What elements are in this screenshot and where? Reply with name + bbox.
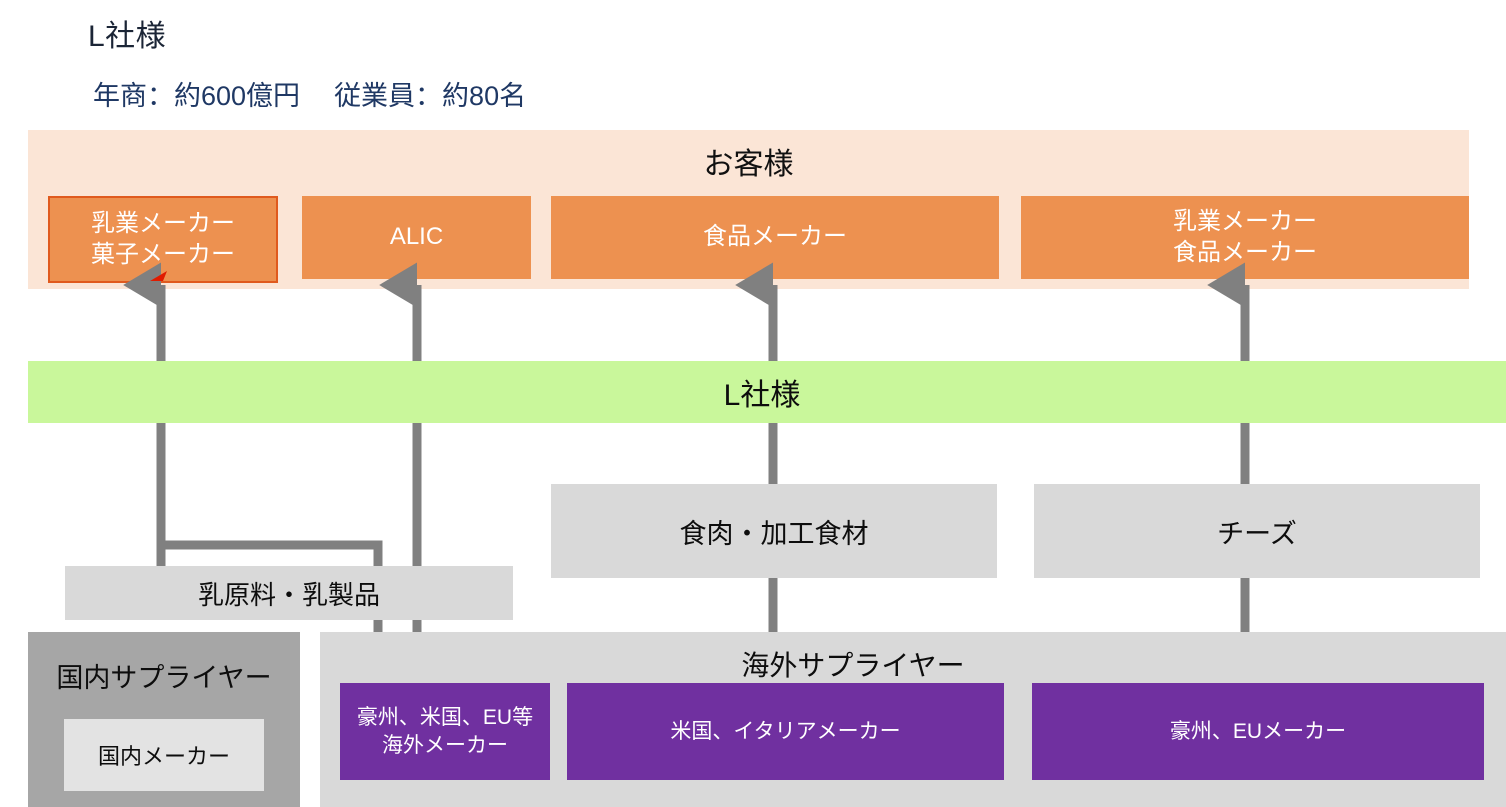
customer-box-line1: 食品メーカー <box>703 223 847 251</box>
customer-box-line2: 食品メーカー <box>1173 238 1317 266</box>
arrow-group-customer <box>123 262 1250 361</box>
page-title: L社様 <box>88 20 167 53</box>
customer-section: お客様 乳業メーカー 菓子メーカー ALIC 食品メーカー 乳業メーカー 食品メ… <box>28 130 1469 289</box>
overseas-box-line2: 海外メーカー <box>382 733 508 757</box>
customer-box-dairy-confectionery[interactable]: 乳業メーカー 菓子メーカー <box>48 196 278 283</box>
overseas-box-us-italy[interactable]: 米国、イタリアメーカー <box>567 683 1004 780</box>
customer-box-line1: ALIC <box>389 223 444 251</box>
highlight-marker-icon <box>150 271 167 281</box>
domestic-supplier-title: 国内サプライヤー <box>56 663 272 693</box>
customer-box-dairy-food-maker[interactable]: 乳業メーカー 食品メーカー <box>1021 196 1469 279</box>
customer-box-line1: 乳業メーカー <box>91 209 235 237</box>
page-subtitle: 年商：約600億円 従業員：約80名 <box>93 74 526 113</box>
overseas-box-oceania-us-eu[interactable]: 豪州、米国、EU等 海外メーカー <box>340 683 550 780</box>
overseas-box-line1: 豪州、EUメーカー <box>1169 719 1347 743</box>
domestic-supplier-panel: 国内サプライヤー 国内メーカー <box>28 632 300 807</box>
overseas-box-oceania-eu[interactable]: 豪州、EUメーカー <box>1032 683 1484 780</box>
company-bar: L社様 <box>28 361 1506 423</box>
customer-box-line1: 乳業メーカー <box>1173 207 1317 235</box>
overseas-box-line1: 豪州、米国、EU等 <box>356 706 534 730</box>
overseas-box-line1: 米国、イタリアメーカー <box>670 719 901 743</box>
employees-label: 従業員：約80名 <box>334 81 527 111</box>
overseas-supplier-title: 海外サプライヤー <box>741 650 965 681</box>
revenue-label: 年商：約600億円 <box>93 81 301 111</box>
customer-section-title: お客様 <box>703 148 794 181</box>
product-box-cheese[interactable]: チーズ <box>1034 484 1480 578</box>
domestic-maker-box[interactable]: 国内メーカー <box>64 719 264 791</box>
overseas-supplier-panel: 海外サプライヤー 豪州、米国、EU等 海外メーカー 米国、イタリアメーカー 豪州… <box>320 632 1506 807</box>
company-bar-label: L社様 <box>723 379 801 412</box>
customer-box-line2: 菓子メーカー <box>91 240 235 268</box>
customer-box-food-maker[interactable]: 食品メーカー <box>551 196 999 279</box>
